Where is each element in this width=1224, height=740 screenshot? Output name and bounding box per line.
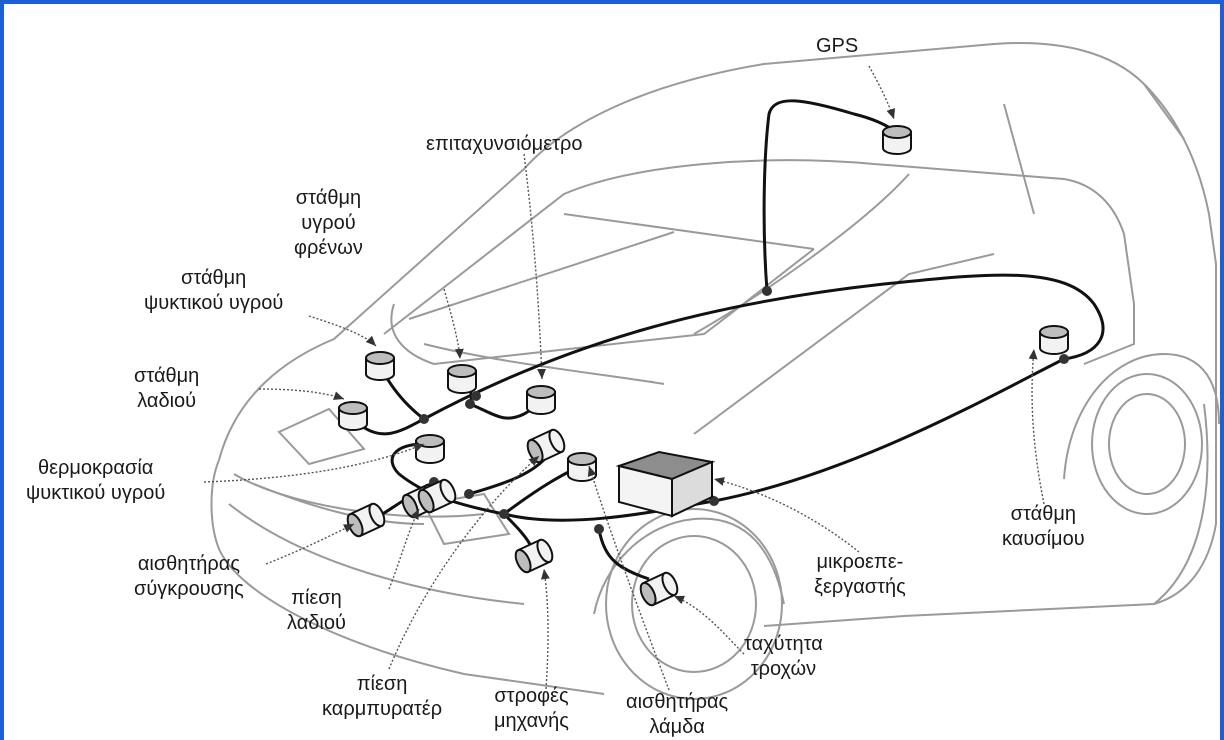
coolant-level-sensor (365, 351, 395, 381)
label-microprocessor: μικροεπε- ξεργαστής (814, 551, 906, 598)
label-crash-sensor: αισθητήρας σύγκρουσης (134, 553, 244, 600)
label-coolant-temperature: θερμοκρασία ψυκτικού υγρού (26, 457, 166, 504)
microprocessor-box (615, 450, 716, 518)
engine-rpm-side-sensor (526, 428, 566, 464)
label-accelerometer: επιταχυνσιόμετρο (426, 133, 583, 155)
label-fuel-level: στάθμη καυσίμου (1002, 503, 1085, 550)
carburetor-pressure-sensor (417, 478, 457, 514)
oil-level-sensor (338, 401, 368, 431)
leader-brake-fluid (443, 288, 464, 360)
car-outline (210, 42, 1220, 700)
microprocessor-adjacent-sensor (567, 452, 597, 482)
leader-oil-pressure (388, 508, 420, 590)
gps-sensor (882, 125, 912, 155)
leader-gps (868, 65, 896, 120)
leader-carburetor (388, 455, 540, 670)
coolant-temperature-sensor (415, 434, 445, 464)
label-oil-pressure: πίεση λαδιού (287, 587, 346, 634)
vehicle-sensor-network-diagram (203, 42, 1220, 700)
leader-engine-rpm (540, 568, 550, 690)
engine-rpm-sensor (514, 538, 554, 574)
label-gps: GPS (816, 35, 859, 57)
leader-crash (265, 523, 355, 565)
brake-fluid-level-sensor (447, 364, 477, 394)
wiring-junctions (419, 286, 1069, 534)
label-brake-fluid-level: στάθμη υγρού φρένων (294, 187, 363, 259)
label-carburetor-pressure: πίεση καρμπυρατέρ (322, 673, 443, 720)
leader-fuel (1028, 348, 1045, 505)
leader-microprocessor (713, 477, 860, 553)
lambda-wheel-sensor (639, 571, 679, 607)
leader-coolant-temp (203, 443, 425, 483)
leader-accelerometer (523, 153, 547, 380)
leader-coolant-level (308, 315, 377, 347)
label-lambda-sensor: αισθητήρας λάμδα (626, 691, 729, 738)
leader-wheel-speed (673, 595, 745, 655)
fuel-level-sensor (1039, 325, 1069, 355)
label-wheel-speed: ταχύτητα τροχών (744, 633, 823, 680)
label-oil-level: στάθμη λαδιού (134, 365, 200, 412)
accelerometer-sensor (526, 385, 556, 415)
leader-oil-level (258, 388, 345, 400)
label-engine-rpm: στροφές μηχανής (494, 685, 569, 732)
wiring-harness (358, 99, 1105, 581)
crash-sensor (346, 502, 386, 538)
label-coolant-level: στάθμη ψυκτικού υγρού (144, 267, 284, 314)
